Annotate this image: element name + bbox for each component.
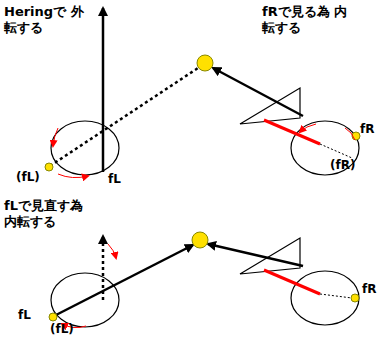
rotation-arrow: [58, 174, 88, 178]
dotted-gaze: [50, 68, 198, 166]
dotted-ray: [320, 294, 352, 298]
right-eye: [291, 271, 359, 325]
rotation-arrow: [53, 128, 58, 146]
note-text: Heringで 外転する: [4, 4, 84, 37]
point-label: fR: [360, 122, 374, 137]
gaze-arrow: [102, 8, 105, 172]
note-text: fRで見る為 内転する: [262, 4, 358, 37]
point-label: fL: [108, 172, 121, 187]
right-eye: [291, 121, 359, 175]
fovea-dot: [351, 294, 359, 302]
red-ray: [264, 120, 320, 144]
prism-wedge: [240, 88, 300, 124]
gaze-arrow: [213, 68, 303, 116]
fovea-dot: [45, 163, 53, 171]
left-eye: [51, 121, 119, 175]
point-label: (fR): [330, 158, 355, 173]
point-label: fL: [18, 308, 31, 323]
gaze-arrow: [208, 244, 303, 266]
rotation-arrow: [345, 128, 355, 140]
rotation-arrow: [300, 124, 316, 132]
red-ray: [264, 270, 320, 294]
point-label: fR: [362, 282, 376, 297]
dotted-ray: [320, 144, 352, 158]
rotation-arrow: [108, 244, 116, 258]
point-label: (fL): [16, 170, 40, 185]
prism-wedge: [240, 238, 300, 274]
note-text: fLで見直す為 内転する: [4, 198, 96, 231]
point-label: (fL): [50, 322, 74, 337]
fovea-dot: [49, 313, 57, 321]
target: [197, 55, 213, 71]
target: [192, 232, 208, 248]
gaze-arrow: [54, 245, 193, 316]
